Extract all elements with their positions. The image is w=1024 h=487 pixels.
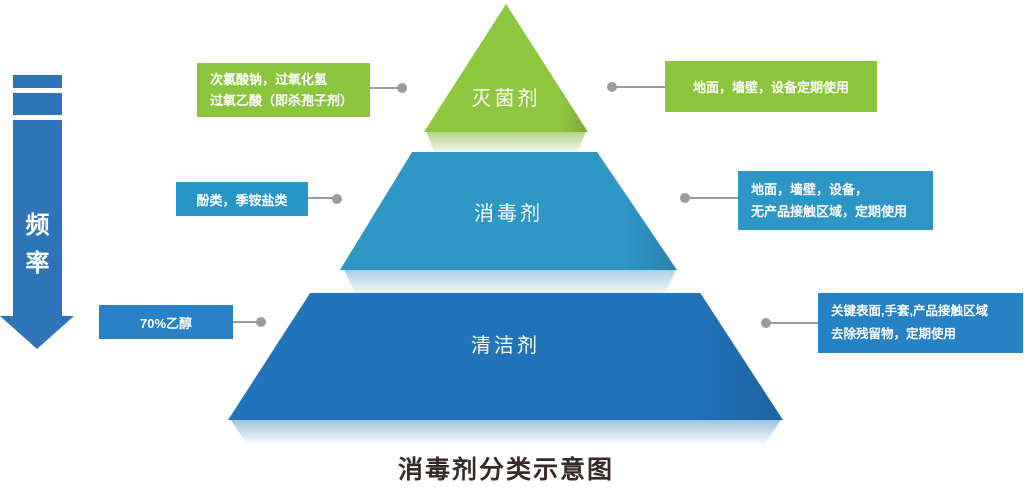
annotation-line: 次氯酸钠，过氧化氢 xyxy=(210,72,328,87)
annotation-box-disinfectant-agents: 酚类，季铵盐类 xyxy=(176,182,308,216)
annotation-line: 地面，墙壁，设备定期使用 xyxy=(692,80,849,95)
frequency-axis-label: 频 率 xyxy=(13,207,62,283)
annotation-box-cleaner-agents: 70%乙醇 xyxy=(99,305,233,339)
annotation-line: 地面，墙壁，设备， xyxy=(751,181,869,197)
connector-line xyxy=(615,86,665,88)
annotation-line: 70%乙醇 xyxy=(139,315,193,331)
tier-label-sterilant: 灭菌剂 xyxy=(471,87,541,110)
annotation-box-disinfectant-usage: 地面，墙壁，设备， 无产品接触区域，定期使用 xyxy=(738,171,933,230)
connector-dot-icon xyxy=(680,193,690,203)
connector-line xyxy=(370,87,398,89)
diagram-title: 消毒剂分类示意图 xyxy=(397,456,614,484)
connector-dot-icon xyxy=(332,194,342,204)
connector-line xyxy=(308,197,334,199)
frequency-arrow-dash-2 xyxy=(13,93,62,115)
connector-dot-icon xyxy=(256,317,266,327)
frequency-arrow-head-icon xyxy=(0,316,74,349)
annotation-box-sterilant-usage: 地面，墙壁，设备定期使用 xyxy=(665,61,877,112)
tier-bevel-bottom xyxy=(231,420,781,445)
frequency-char-1: 频 xyxy=(25,212,50,239)
tier-bevel-middle xyxy=(344,270,676,294)
annotation-box-cleaner-usage: 关键表面,手套,产品接触区域 去除残留物，定期使用 xyxy=(818,293,1023,353)
connector-dot-icon xyxy=(607,82,617,92)
tier-bevel-top xyxy=(425,130,587,152)
tier-label-cleaner: 清洁剂 xyxy=(471,335,540,357)
annotation-line: 关键表面,手套,产品接触区域 xyxy=(831,304,988,318)
connector-line xyxy=(233,321,258,323)
frequency-arrow-dash-1 xyxy=(13,75,62,88)
tier-label-disinfectant: 消毒剂 xyxy=(474,202,543,225)
pyramid-tier-disinfectant: 消毒剂 xyxy=(340,152,677,270)
pyramid-tier-sterilant: 灭菌剂 xyxy=(424,4,588,132)
connector-dot-icon xyxy=(397,83,407,93)
frequency-char-2: 率 xyxy=(25,250,50,277)
connector-line xyxy=(769,322,818,324)
connector-dot-icon xyxy=(761,318,771,328)
pyramid-tier-cleaner: 清洁剂 xyxy=(228,293,783,420)
frequency-arrow-body xyxy=(13,120,62,316)
annotation-box-sterilant-agents: 次氯酸钠，过氧化氢 过氧乙酸（即杀孢子剂） xyxy=(197,63,370,117)
annotation-line: 去除残留物，定期使用 xyxy=(831,327,957,341)
annotation-line: 酚类，季铵盐类 xyxy=(196,192,288,208)
annotation-line: 无产品接触区域，定期使用 xyxy=(751,203,908,219)
connector-line xyxy=(688,197,738,199)
annotation-line: 过氧乙酸（即杀孢子剂） xyxy=(210,93,354,108)
